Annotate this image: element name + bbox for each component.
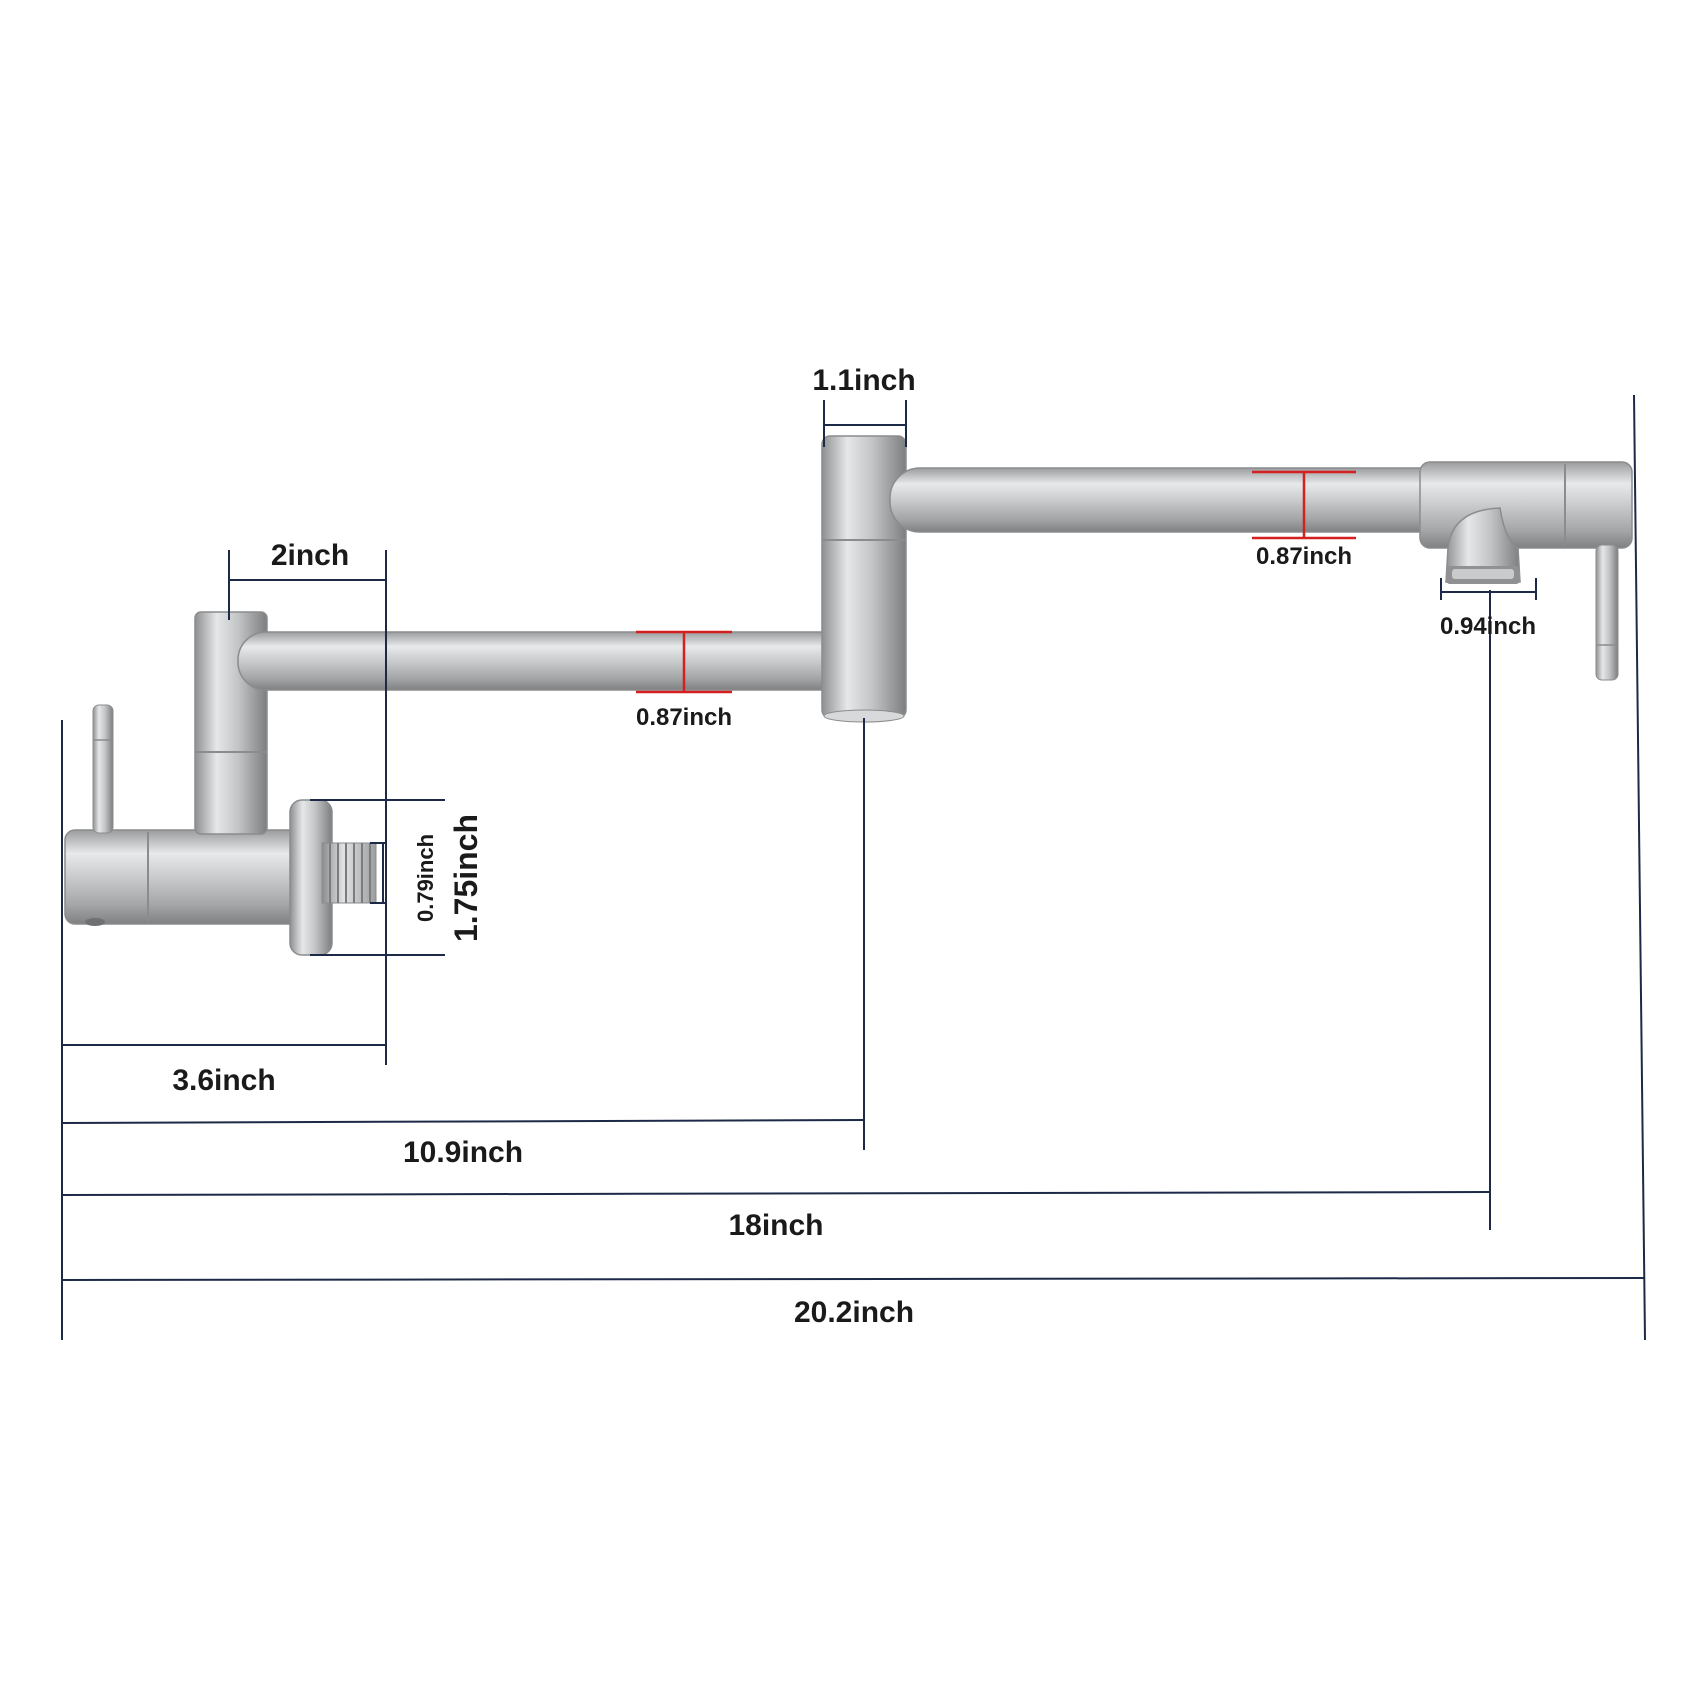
spout-handle	[1595, 544, 1619, 681]
aerator	[1445, 507, 1521, 583]
threaded-inlet	[321, 842, 377, 904]
label-aerator-width: 0.94inch	[1440, 613, 1536, 640]
second-swing-arm	[889, 467, 1451, 533]
valve-handle	[92, 704, 114, 834]
label-thread-diameter: 0.79inch	[413, 834, 438, 922]
first-swing-arm	[237, 631, 849, 691]
label-wall-to-first-column: 3.6inch	[172, 1064, 275, 1097]
label-top-column-width: 1.1inch	[812, 364, 915, 397]
label-flange-height: 1.75inch	[448, 814, 484, 942]
label-wall-to-second-column: 10.9inch	[403, 1136, 523, 1169]
label-wall-to-spout: 18inch	[728, 1209, 823, 1242]
label-first-column-offset: 2inch	[271, 539, 349, 572]
valve-body	[64, 829, 306, 925]
label-arm1-diameter: 0.87inch	[636, 704, 732, 731]
dimension-labels: 1.1inch 2inch 0.87inch 0.87inch 0.94inch…	[172, 364, 1536, 1329]
label-arm2-diameter: 0.87inch	[1256, 543, 1352, 570]
diameter-markers	[636, 470, 1356, 694]
second-column	[821, 435, 907, 719]
dimension-lines	[61, 394, 1646, 1341]
label-overall-length: 20.2inch	[794, 1296, 914, 1329]
faucet-illustration	[64, 435, 1633, 956]
